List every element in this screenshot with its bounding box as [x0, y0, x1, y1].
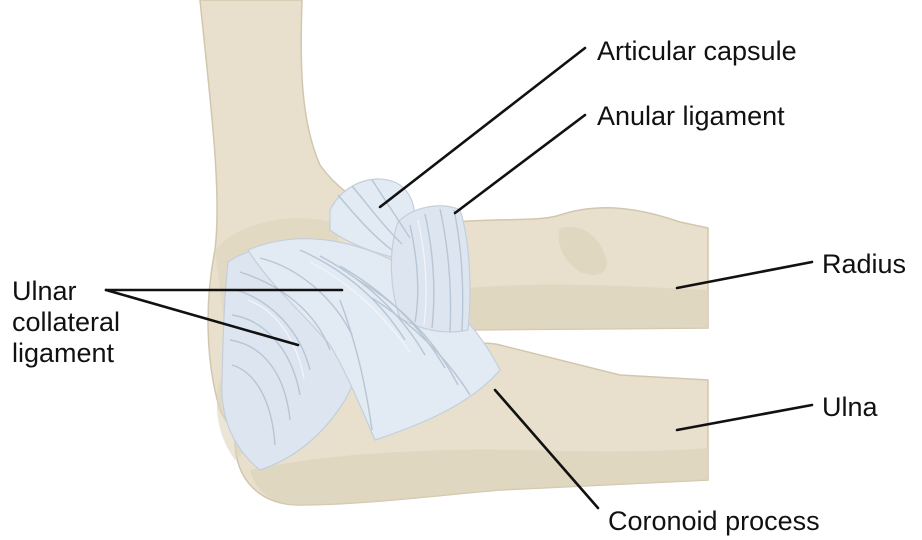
- label-ulnar-collateral-ligament-line-1: Ulnar: [12, 276, 120, 307]
- radius-shading: [470, 285, 708, 330]
- label-coronoid-process: Coronoid process: [608, 506, 820, 537]
- leader-articular-capsule: [380, 48, 585, 207]
- label-ulnar-collateral-ligament-line-3: ligament: [12, 338, 120, 369]
- label-articular-capsule: Articular capsule: [597, 36, 797, 67]
- label-ulnar-collateral-ligament-line-2: collateral: [12, 307, 120, 338]
- label-ulna: Ulna: [822, 392, 878, 423]
- label-radius: Radius: [822, 249, 906, 280]
- leader-anular-ligament: [455, 115, 585, 213]
- label-ulnar-collateral-ligament: Ulnar collateral ligament: [12, 276, 120, 369]
- label-anular-ligament: Anular ligament: [597, 101, 785, 132]
